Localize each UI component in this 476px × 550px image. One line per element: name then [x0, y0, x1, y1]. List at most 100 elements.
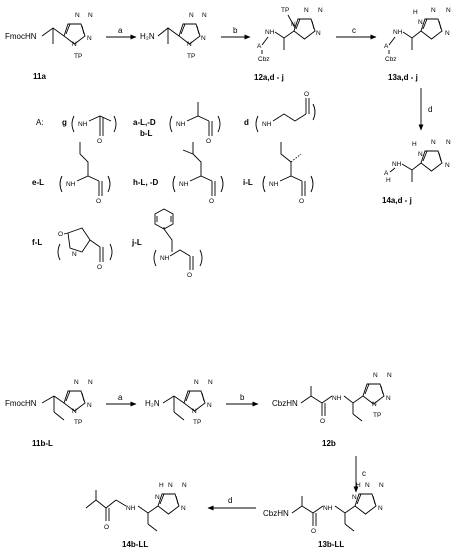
compound-12: TP NH A Cbz N N N N 12a,d - j	[254, 7, 323, 82]
svg-text:O: O	[299, 198, 304, 205]
svg-text:N: N	[207, 402, 212, 409]
svg-text:A: A	[384, 170, 389, 177]
compound-label-14b: 14b-LL	[122, 540, 148, 549]
svg-text:TP: TP	[187, 53, 195, 60]
svg-text:N: N	[72, 408, 77, 415]
svg-text:N: N	[304, 7, 309, 14]
reagent-a: a	[118, 26, 123, 35]
svg-text:N: N	[372, 401, 377, 408]
svg-text:NH: NH	[269, 181, 279, 188]
svg-text:H₂N: H₂N	[145, 399, 160, 408]
svg-text:TP: TP	[193, 419, 201, 426]
svg-text:O: O	[311, 528, 316, 535]
reagent-b: b	[233, 26, 238, 35]
residue-f-label: f-L	[32, 238, 42, 247]
svg-text:O: O	[97, 138, 102, 145]
svg-text:N: N	[88, 379, 93, 386]
svg-text:N: N	[445, 162, 450, 169]
svg-text:O: O	[104, 524, 109, 531]
svg-text:CbzHN: CbzHN	[263, 509, 289, 518]
svg-text:N: N	[182, 482, 187, 489]
svg-text:N: N	[202, 12, 207, 19]
compound-amine: H₂N N N N N TP	[140, 12, 207, 60]
compound-11a: FmocHN N N N N TP 11a	[5, 12, 93, 81]
svg-text:NH: NH	[393, 29, 403, 36]
svg-text:N: N	[431, 7, 436, 14]
svg-text:H: H	[386, 177, 391, 184]
svg-text:N: N	[201, 35, 206, 42]
reagent-d: d	[428, 105, 432, 114]
svg-text:N: N	[192, 408, 197, 415]
compound-label-11b: 11b-L	[32, 439, 53, 448]
svg-text:O: O	[97, 264, 102, 271]
svg-text:NH: NH	[160, 255, 170, 262]
svg-text:TP: TP	[74, 53, 82, 60]
reagent-c: c	[352, 26, 356, 35]
svg-text:c: c	[362, 469, 366, 478]
residue-a-label: a-L,-D	[133, 118, 156, 127]
svg-text:O: O	[209, 198, 214, 205]
svg-text:CbzHN: CbzHN	[272, 399, 298, 408]
svg-text:NH: NH	[265, 29, 275, 36]
svg-text:NH: NH	[66, 181, 76, 188]
svg-text:d: d	[228, 496, 232, 505]
svg-text:Cbz: Cbz	[258, 56, 270, 63]
svg-text:O: O	[187, 272, 192, 279]
svg-text:A: A	[384, 43, 389, 50]
compound-label-11a: 11a	[33, 72, 46, 81]
svg-text:N: N	[316, 30, 321, 37]
svg-text:NH: NH	[392, 161, 402, 168]
svg-text:b: b	[240, 393, 245, 402]
svg-text:N: N	[208, 379, 213, 386]
residue-i-label: i-L	[243, 178, 253, 187]
compound-label-12: 12a,d - j	[254, 73, 284, 82]
svg-text:H₂N: H₂N	[140, 32, 155, 41]
svg-text:N: N	[189, 12, 194, 19]
compound-label-14: 14a,d - j	[382, 196, 412, 205]
svg-text:N: N	[72, 251, 77, 258]
residue-h-label: h-L, -D	[133, 178, 159, 187]
svg-text:N: N	[446, 139, 451, 146]
svg-text:N: N	[187, 41, 192, 48]
svg-text:N: N	[387, 372, 392, 379]
svg-text:NH: NH	[126, 505, 136, 512]
svg-text:N: N	[378, 505, 383, 512]
compound-11b: FmocHN N N N N TP 11b-L	[5, 379, 93, 448]
svg-text:H: H	[412, 141, 417, 148]
svg-text:N: N	[318, 7, 323, 14]
compound-13: H NH A Cbz N N N N 13a,d - j	[384, 7, 451, 82]
svg-text:N: N	[386, 395, 391, 402]
compound-label-13b: 13b-LL	[318, 540, 344, 549]
svg-text:FmocHN: FmocHN	[5, 399, 37, 408]
compound-14: H NH H A N N N N 14a,d - j	[382, 139, 451, 205]
svg-text:NH: NH	[179, 181, 189, 188]
svg-text:H: H	[159, 482, 164, 489]
a-legend-prefix: A:	[36, 118, 44, 127]
residue-b-label: b-L	[140, 129, 153, 138]
svg-text:NH: NH	[262, 121, 272, 128]
svg-text:N: N	[352, 494, 357, 501]
compound-label-13: 13a,d - j	[388, 73, 418, 82]
svg-text:O: O	[96, 198, 101, 205]
svg-text:N: N	[365, 482, 370, 489]
svg-text:NH: NH	[176, 121, 186, 128]
compound-amine-bottom: H₂N N N N N TP	[145, 379, 213, 426]
svg-text:TP: TP	[373, 412, 381, 419]
svg-text:N: N	[88, 12, 93, 19]
svg-text:O: O	[320, 418, 325, 425]
svg-text:N: N	[155, 494, 160, 501]
residue-d-label: d	[244, 118, 249, 127]
residue-j-label: j-L	[131, 238, 142, 247]
svg-text:N: N	[379, 482, 384, 489]
compound-14b: O NH N H N N N 14b-LL	[85, 482, 187, 549]
svg-text:TP: TP	[281, 7, 289, 14]
svg-text:O: O	[58, 231, 63, 238]
svg-text:TP: TP	[74, 419, 82, 426]
svg-text:N: N	[75, 12, 80, 19]
svg-text:N: N	[87, 402, 92, 409]
svg-text:N: N	[291, 21, 296, 28]
compound-12b: CbzHN O NH N N N N TP 12b	[272, 372, 392, 448]
svg-text:N: N	[373, 372, 378, 379]
svg-text:N: N	[418, 151, 423, 158]
svg-text:N: N	[194, 379, 199, 386]
